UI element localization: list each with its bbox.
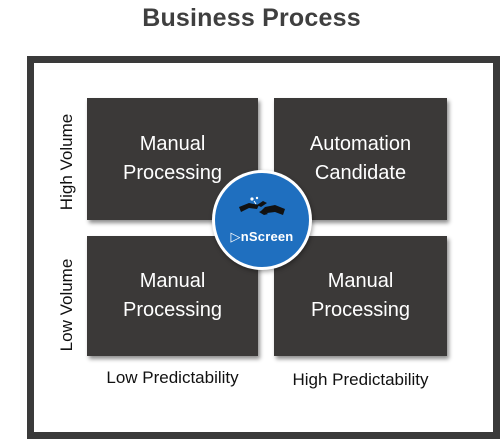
- quadrant-bottom-left-line-1: Manual: [139, 270, 206, 292]
- logo-o-mark: ▷: [230, 229, 241, 244]
- quadrant-top-right: Automation Candidate: [274, 98, 447, 220]
- quadrant-bottom-left: Manual Processing: [87, 236, 258, 356]
- x-axis-label-low: Low Predictability: [106, 368, 239, 387]
- quadrant-top-left-line-2: Processing: [123, 162, 222, 184]
- quadrant-bottom-right: Manual Processing: [274, 236, 447, 356]
- logo-wordmark: ▷nScreen: [215, 229, 309, 245]
- handshake-icon: [239, 196, 285, 215]
- page-title: Business Process: [142, 4, 361, 32]
- quadrant-bottom-right-line-2: Processing: [311, 299, 410, 321]
- quadrant-bottom-right-line-1: Manual: [327, 270, 394, 292]
- quadrant-top-left-line-1: Manual: [139, 133, 206, 155]
- quadrant-top-right-line-1: Automation: [309, 133, 412, 155]
- quadrant-top-right-line-2: Candidate: [314, 162, 407, 184]
- onscreen-logo: ▷nScreen: [212, 170, 312, 270]
- logo-text: nScreen: [240, 229, 294, 244]
- quadrant-top-left: Manual Processing: [87, 98, 258, 220]
- y-axis-label-high: High Volume: [57, 113, 76, 211]
- y-axis-label-low: Low Volume: [57, 258, 76, 352]
- quadrant-bottom-left-line-2: Processing: [123, 299, 222, 321]
- x-axis-label-high: High Predictability: [292, 370, 429, 389]
- logo-badge: ▷nScreen: [215, 173, 309, 267]
